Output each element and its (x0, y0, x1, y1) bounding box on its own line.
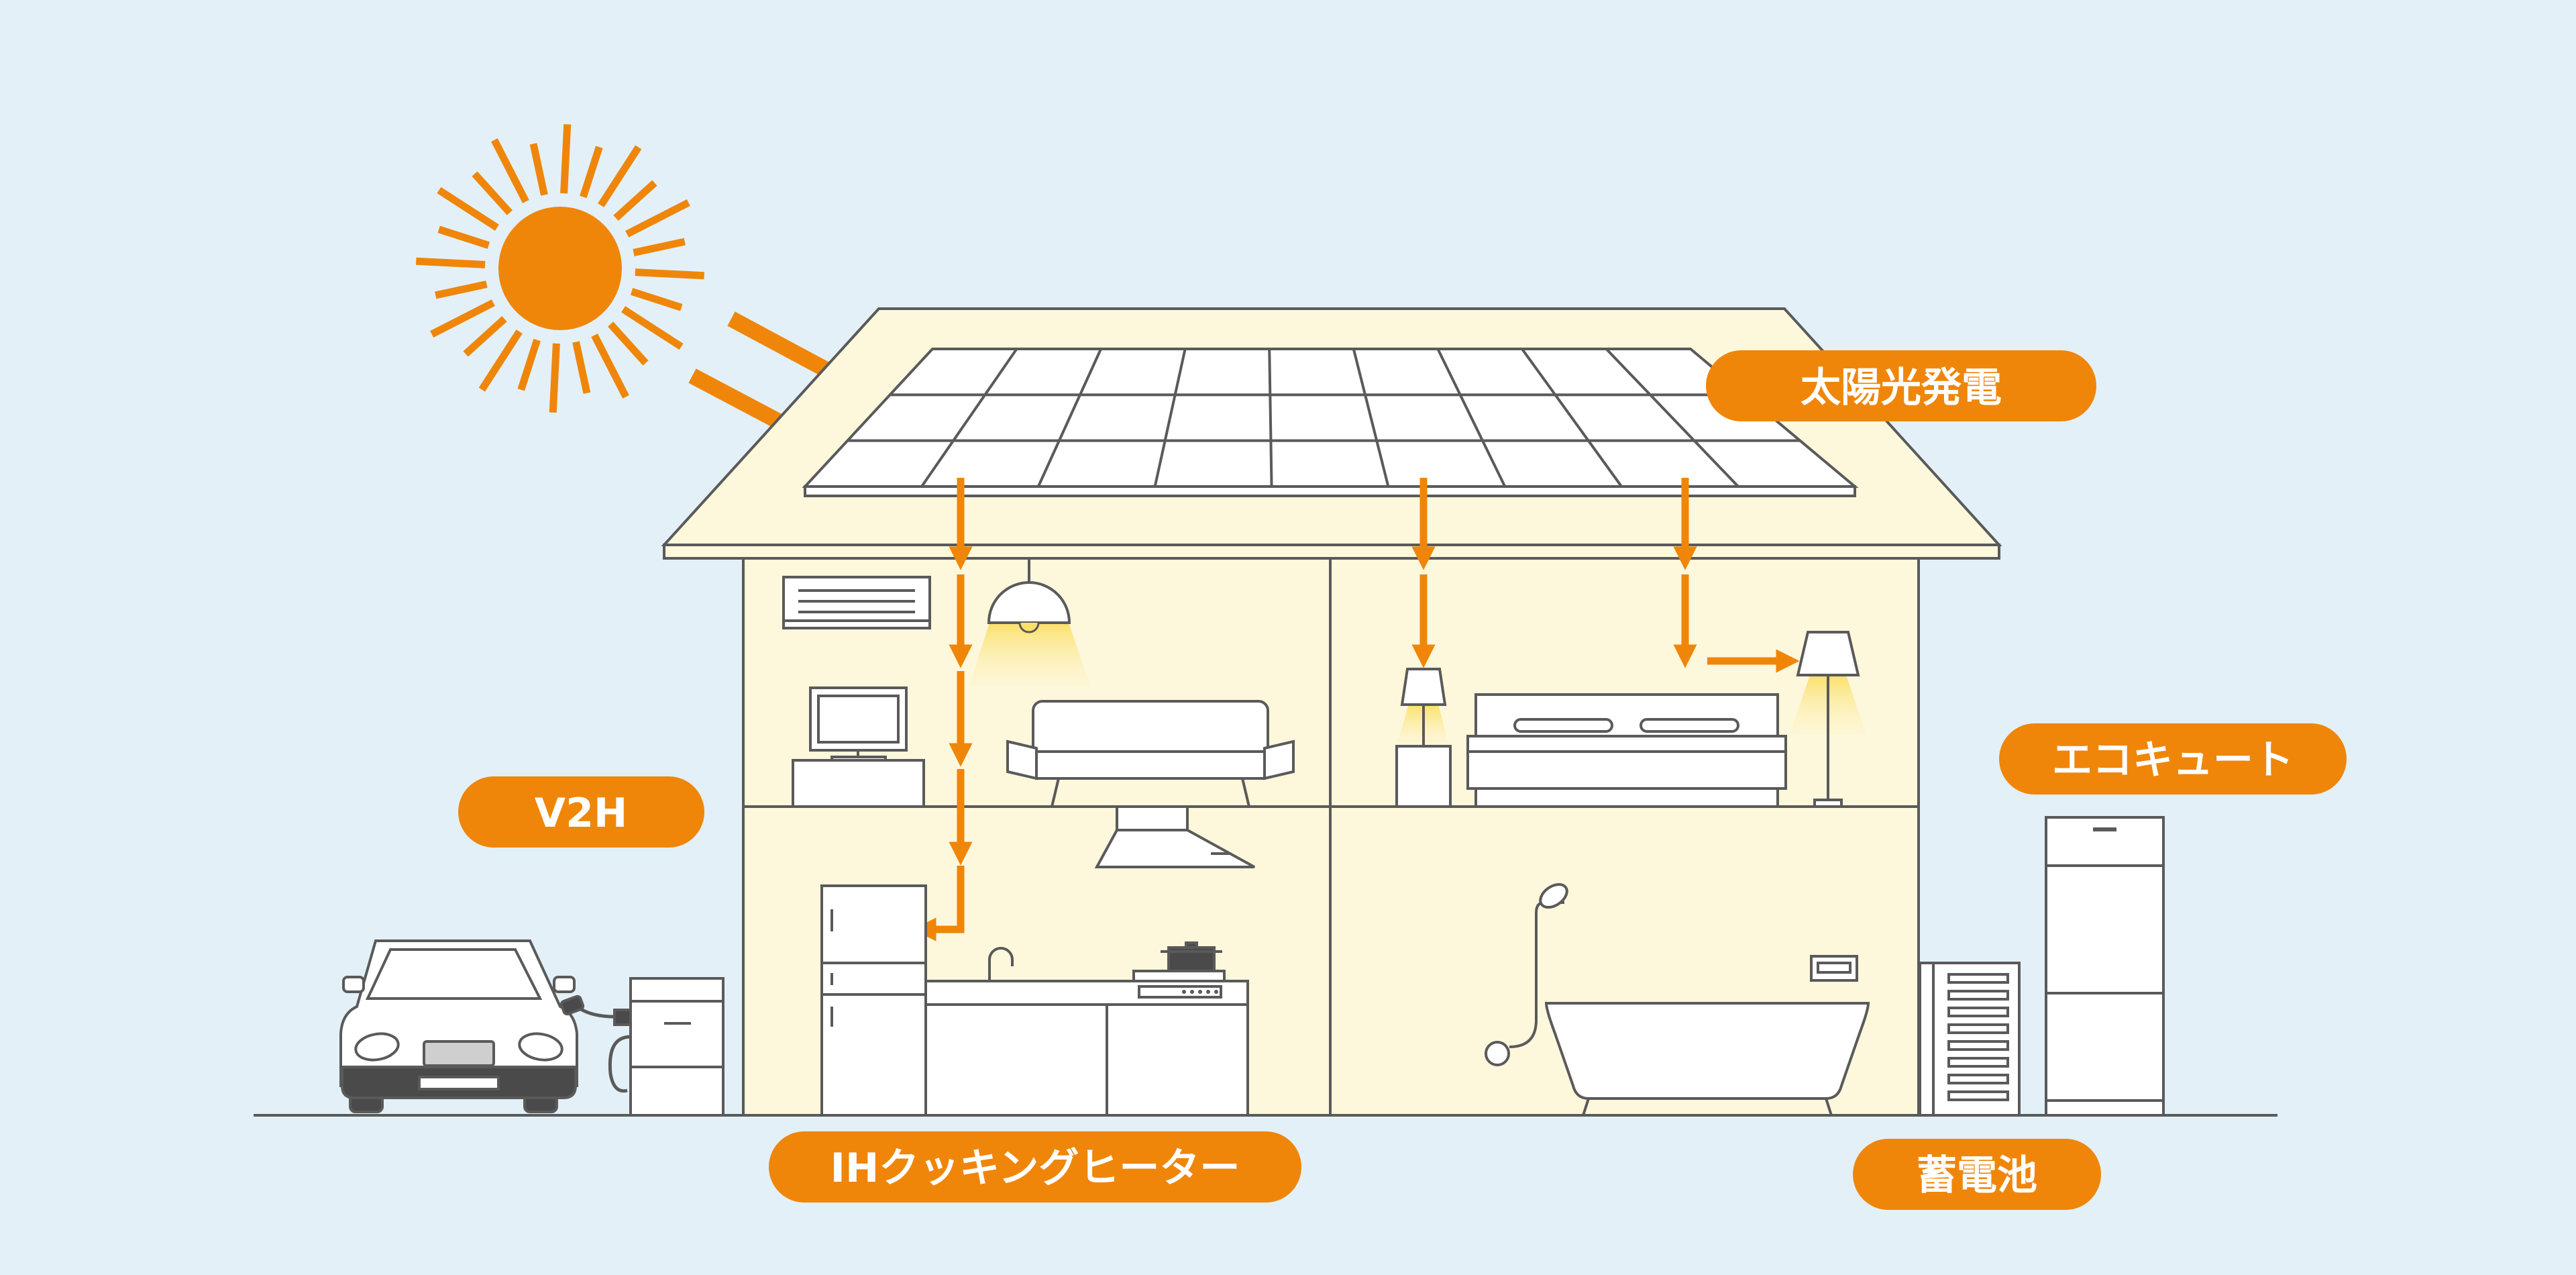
battery-vent (1947, 1074, 2009, 1084)
sun-ray (560, 123, 572, 194)
sun-ray (517, 338, 541, 391)
sun-ray (598, 145, 642, 207)
panel-grid-line (1352, 348, 1390, 487)
pot-icon (1161, 941, 1222, 972)
stove-dot (1198, 990, 1202, 994)
battery-vent (1947, 1040, 2009, 1051)
air-conditioner-icon (782, 576, 931, 629)
battery-unit-icon (1919, 962, 2021, 1117)
pendant-lamp-icon (969, 558, 1090, 686)
car-icon (339, 939, 578, 1113)
sun-ray (435, 280, 488, 299)
solar-label: 太陽光発電 (1706, 350, 2096, 421)
stove-dot (1190, 990, 1194, 994)
sun-ray (633, 238, 686, 256)
sun-ray (630, 288, 683, 311)
panel-grid-line (1268, 348, 1273, 487)
table-lamp-icon (1395, 668, 1452, 808)
ecocute-label-text: エコキュート (2052, 737, 2294, 784)
battery-vent (1947, 990, 2009, 1001)
sun-ray (591, 334, 629, 399)
panel-grid-line (1153, 348, 1187, 487)
floor-lamp-icon (1790, 631, 1866, 808)
sun-ray (580, 146, 603, 199)
panel-grid-line (1436, 348, 1507, 487)
bathtub-icon (1544, 955, 1870, 1116)
refrigerator-icon (820, 884, 927, 1117)
battery-label-text: 蓄電池 (1917, 1152, 2037, 1199)
sun-ray (437, 225, 490, 249)
stove-dot (1214, 990, 1218, 994)
battery-vent (1947, 973, 2009, 984)
ih-heater-label-text: IHクッキングヒーター (830, 1145, 1240, 1192)
sun-ray (430, 299, 495, 338)
sun-ray (572, 341, 591, 394)
sun-ray (613, 180, 657, 221)
sofa-icon (1006, 700, 1295, 868)
solar-label-text: 太陽光発電 (1801, 364, 2002, 411)
sun-ray (478, 329, 523, 392)
solar-panel-icon (802, 348, 1859, 497)
battery-vent (1947, 1007, 2009, 1017)
panel-grid-line (1521, 348, 1623, 488)
ih-heater-label: IHクッキングヒーター (769, 1131, 1301, 1203)
sun-ray (529, 143, 548, 196)
tv-icon (792, 686, 925, 808)
battery-vent (1947, 1023, 2009, 1034)
panel-grid-line (1605, 348, 1739, 488)
panel-grid-line (1036, 348, 1102, 487)
ecocute-tank-icon (2045, 816, 2165, 1117)
sun-ray (472, 171, 513, 215)
sun-ray (625, 199, 690, 238)
sun-ray (608, 321, 649, 366)
v2h-charger-icon (559, 977, 724, 1117)
roof-eave (663, 544, 2000, 560)
stove-dot (1206, 990, 1210, 994)
v2h-label: V2H (458, 776, 704, 848)
shower-icon (1485, 882, 1568, 1066)
sun-icon (415, 123, 705, 413)
power-flow-arrows (912, 478, 1800, 941)
sun-ray (415, 257, 486, 268)
sun-ray (463, 316, 507, 357)
panel-grid-line (920, 348, 1018, 488)
bed-icon (1466, 693, 1787, 808)
sun-ray (635, 268, 705, 280)
battery-label: 蓄電池 (1853, 1139, 2101, 1210)
v2h-label-text: V2H (535, 790, 627, 837)
sun-ray (621, 306, 684, 350)
battery-vent (1947, 1090, 2009, 1101)
stove-dot (1182, 990, 1186, 994)
sun-ray (437, 187, 499, 231)
ecocute-label: エコキュート (1999, 723, 2347, 795)
sun-ray (549, 343, 560, 413)
sun-ray (491, 138, 529, 203)
battery-vent (1947, 1057, 2009, 1068)
